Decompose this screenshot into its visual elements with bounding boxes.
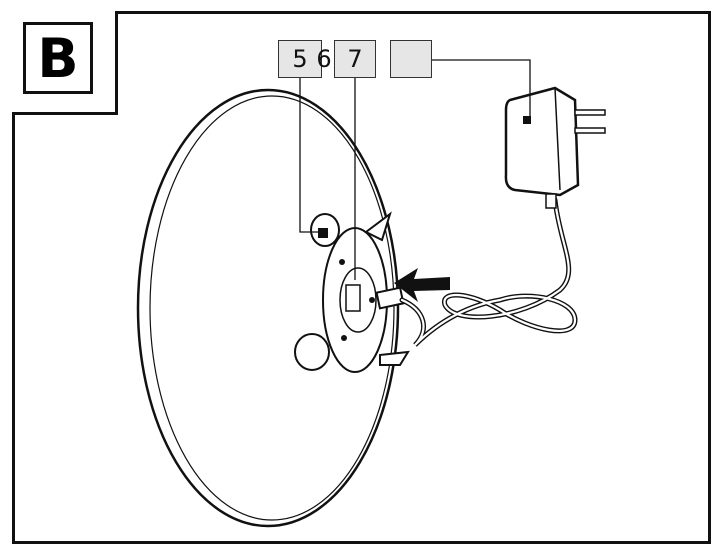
badge-container: B: [12, 11, 118, 115]
panel-letter: B: [23, 22, 93, 94]
leader-line-adapter: [432, 59, 531, 118]
callout-5-label: 5: [292, 45, 308, 73]
callout-7: 7: [334, 40, 376, 78]
callout-5: 5: [278, 40, 322, 78]
lower-knob: [294, 333, 330, 371]
leader-line-5: [299, 78, 318, 233]
power-adapter-icon: [504, 86, 606, 209]
top-clip: [364, 211, 392, 242]
dish-inner-rim: [149, 95, 395, 521]
figure-frame: [12, 11, 711, 544]
mount-socket: [345, 284, 361, 312]
pointer-arrow-icon: [394, 268, 450, 302]
callout-7-label: 7: [347, 45, 363, 73]
bottom-clip: [379, 350, 410, 366]
callout-6-label: 6: [316, 45, 332, 73]
callout-blank: [390, 40, 432, 78]
cable-plug: [375, 286, 405, 310]
callout-6: 6: [314, 40, 334, 78]
dish-icon: [136, 88, 400, 528]
power-cable: [399, 197, 578, 347]
